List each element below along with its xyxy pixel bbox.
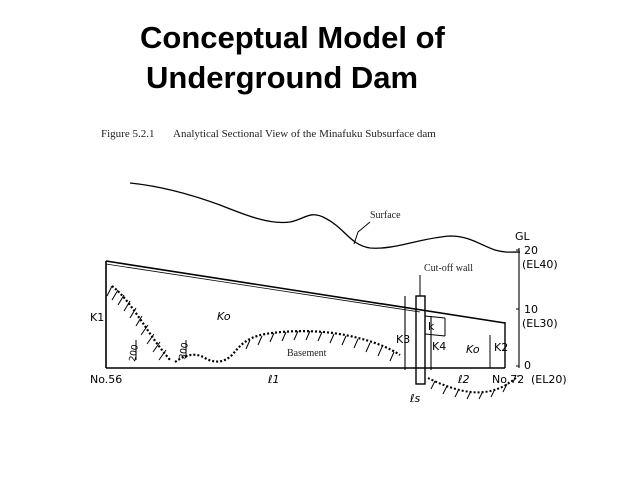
k4-label: K4 (432, 340, 446, 353)
k-box-bottom (424, 333, 446, 337)
left-basement-slope (111, 285, 171, 361)
figure-caption-text: Analytical Sectional View of the Minafuk… (173, 128, 436, 140)
ls-label: ℓs (409, 392, 421, 405)
scale-0-label: 0 (524, 359, 531, 372)
scale-el40-label: (EL40) (522, 258, 558, 271)
gl-label: GL (515, 230, 531, 243)
scale-10-label: 10 (524, 303, 538, 316)
cutoff-wall-label: Cut-off wall (424, 263, 473, 274)
k0-left-label: Ko (217, 310, 231, 323)
figure-number: Figure 5.2.1 (101, 128, 155, 140)
aquifer-top-line (105, 260, 506, 324)
k1-label: K1 (90, 311, 104, 324)
k0-right-label: Ko (466, 343, 480, 356)
el20-label: (EL20) (531, 373, 567, 386)
contour-300-label: 300 (178, 342, 191, 361)
scale-20-label: 20 (524, 244, 538, 257)
figure-caption: Figure 5.2.1 Analytical Sectional View of… (101, 128, 436, 140)
ground-surface-line (129, 182, 521, 253)
basement-surface (174, 330, 401, 363)
k3-label: K3 (396, 333, 410, 346)
right-basement-hatching (430, 380, 508, 400)
no56-label: No.56 (90, 373, 122, 386)
scale-el30-label: (EL30) (522, 317, 558, 330)
k-box-top (424, 315, 446, 319)
basement-hatching (245, 330, 395, 362)
k2-label: K2 (494, 341, 508, 354)
surface-leader (353, 221, 371, 245)
k-label: k (428, 320, 435, 333)
slide-title-line-2: Underground Dam (146, 60, 419, 95)
l1-label: ℓ1 (267, 373, 280, 386)
basement-label: Basement (287, 348, 327, 359)
slide-title-line-1: Conceptual Model of (140, 20, 445, 55)
l2-label: ℓ2 (457, 373, 470, 386)
contour-200-label: 200 (128, 344, 141, 363)
no72-label: No.72 (492, 373, 524, 386)
aquifer-top-line-inner (105, 263, 421, 313)
surface-label: Surface (370, 210, 401, 221)
left-slope-hatching (106, 285, 167, 361)
